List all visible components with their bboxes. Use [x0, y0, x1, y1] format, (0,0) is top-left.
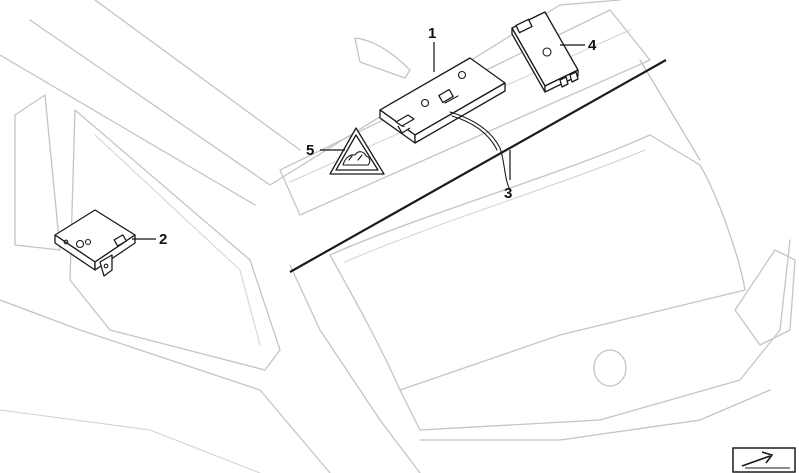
warning-label-part[interactable] [329, 127, 385, 175]
corner-badge[interactable] [732, 447, 796, 473]
callout-1: 1 [428, 25, 436, 42]
tuner-module-part[interactable] [511, 11, 579, 93]
fold-arrow-icon [741, 451, 790, 469]
antenna-amplifier-part[interactable] [379, 57, 506, 144]
callouts: 1 2 3 4 5 [159, 25, 597, 248]
control-module-part[interactable] [54, 209, 136, 277]
callout-2: 2 [159, 231, 167, 248]
leader-lines [132, 42, 585, 240]
antenna-cable-part[interactable] [449, 111, 511, 191]
callout-4: 4 [588, 37, 597, 54]
callout-5: 5 [306, 142, 314, 159]
callout-3: 3 [504, 185, 512, 202]
roof-edge-line [289, 59, 667, 273]
